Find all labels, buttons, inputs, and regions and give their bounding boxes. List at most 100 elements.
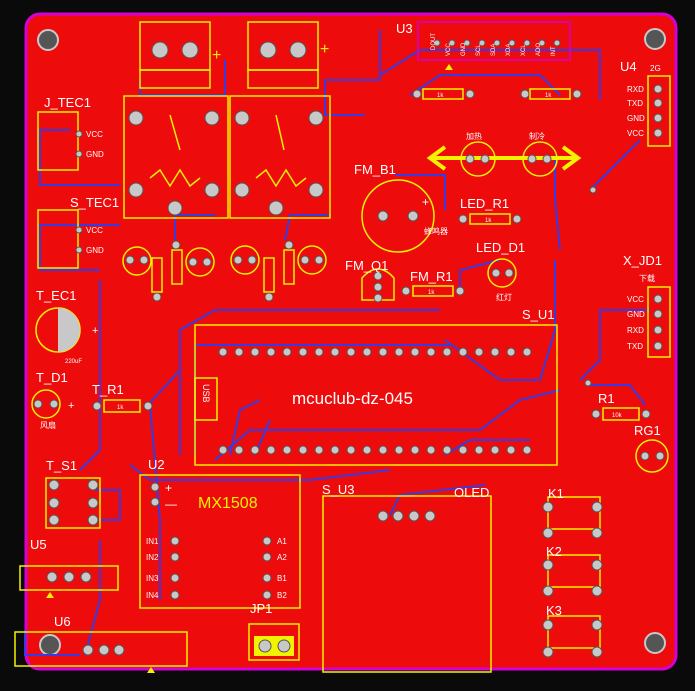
label-fm-r1: FM_R1	[410, 269, 453, 284]
header-pin	[490, 347, 500, 357]
header-pin	[314, 347, 324, 357]
label-oled: OLED	[454, 485, 489, 500]
label-red-light: 红灯	[496, 292, 512, 302]
traces	[24, 30, 650, 656]
label-u3: U3	[396, 21, 413, 36]
label-t-r1: T_R1	[92, 382, 124, 397]
header-pin	[362, 347, 372, 357]
header-pin	[234, 347, 244, 357]
label-s-u1: S_U1	[522, 307, 555, 322]
label-led-r1: LED_R1	[460, 196, 509, 211]
j-tec1-pin-1: GND	[86, 150, 104, 159]
label-buzzer: 蜂鸣器	[424, 226, 448, 236]
board-title: mcuclub-dz-045	[292, 389, 413, 408]
label-t-s1: T_S1	[46, 458, 77, 473]
u2-left-pin-0: IN1	[146, 537, 159, 546]
designators: U3 U4 2G J_TEC1 S_TEC1 T_EC1 T_D1 T_R1 T…	[30, 21, 662, 629]
header-pin	[266, 445, 276, 455]
label-fm-b1: FM_B1	[354, 162, 396, 177]
label-r-1k-b: 1k	[545, 93, 552, 99]
label-jp1: JP1	[250, 601, 272, 616]
label-r-1k-e: 1k	[117, 405, 124, 411]
header-pin	[298, 347, 308, 357]
u2-left-pin-3: IN4	[146, 591, 159, 600]
header-pin	[330, 347, 340, 357]
label-k1: K1	[548, 486, 564, 501]
capacitor-polarity-mark	[58, 308, 80, 352]
label-r1: R1	[598, 391, 615, 406]
label-r-10k: 10k	[612, 413, 623, 419]
x-jd1-pin-2: RXD	[627, 326, 644, 335]
header-pin	[266, 347, 276, 357]
u2-right-pin-1: A2	[277, 553, 287, 562]
label-x-jd1: X_JD1	[623, 253, 662, 268]
label-cool: 制冷	[529, 131, 545, 141]
header-pin	[410, 347, 420, 357]
header-pin	[442, 347, 452, 357]
u3-pin-6: XCL	[521, 44, 527, 56]
header-pin	[410, 445, 420, 455]
u3-pin-5: XDA	[506, 44, 512, 56]
u3-pin-0: DOUT	[431, 33, 437, 50]
u2-right-pin-0: A1	[277, 537, 287, 546]
u3-pin-labels: DOUT VCC GND SCL SDA XDA XCL ADO INT	[431, 33, 557, 56]
header-pin	[458, 347, 468, 357]
label-u5: U5	[30, 537, 47, 552]
u3-pin-3: SCL	[476, 44, 482, 56]
x-jd1-pin-3: TXD	[627, 342, 643, 351]
header-pin	[378, 445, 388, 455]
label-t-ec1: T_EC1	[36, 288, 76, 303]
label-u4-sub: 2G	[650, 64, 661, 73]
label-s-u3: S_U3	[322, 482, 355, 497]
x-jd1-pin-0: VCC	[627, 295, 644, 304]
label-usb: USB	[201, 384, 211, 403]
s-u1-pin-rows	[218, 347, 532, 455]
header-pin	[346, 347, 356, 357]
header-pin	[298, 445, 308, 455]
u4-pin-1: TXD	[627, 99, 643, 108]
led-arrows	[426, 145, 582, 171]
header-pin	[282, 347, 292, 357]
u4-pin-2: GND	[627, 114, 645, 123]
label-r-1k-a: 1k	[437, 93, 444, 99]
label-fan: 风扇	[40, 420, 56, 430]
label-rg1: RG1	[634, 423, 661, 438]
u2-pin-labels: IN1 IN2 IN3 IN4 A1 A2 B1 B2	[146, 537, 287, 600]
header-pin	[250, 347, 260, 357]
label-led-d1: LED_D1	[476, 240, 525, 255]
label-u6: U6	[54, 614, 71, 629]
plus-mark-cap: +	[92, 325, 98, 337]
header-pin	[218, 347, 228, 357]
u2-right-pin-3: B2	[277, 591, 287, 600]
header-pin	[426, 347, 436, 357]
header-pin	[426, 445, 436, 455]
label-mx1508: MX1508	[198, 495, 258, 512]
header-pin	[282, 445, 292, 455]
header-pin	[522, 445, 532, 455]
x-jd1-pin-labels: VCC GND RXD TXD	[627, 295, 645, 351]
u2-right-pin-2: B1	[277, 574, 287, 583]
u2-left-pin-1: IN2	[146, 553, 159, 562]
u3-pin-4: SDA	[491, 44, 497, 56]
u3-pin-2: GND	[461, 42, 467, 56]
s-tec1-pin-0: VCC	[86, 226, 103, 235]
label-s-tec1: S_TEC1	[70, 195, 119, 210]
header-pin	[442, 445, 452, 455]
plus-mark-2: +	[320, 41, 329, 58]
s-tec1-pin-1: GND	[86, 246, 104, 255]
u4-pin-labels: RXD TXD GND VCC	[627, 85, 645, 138]
header-pin	[250, 445, 260, 455]
label-cap-value: 220uF	[65, 359, 82, 365]
silkscreen	[14, 21, 671, 673]
u3-pin-1: VCC	[446, 43, 452, 56]
mounting-holes	[37, 28, 666, 656]
label-k3: K3	[546, 603, 562, 618]
header-pin	[474, 347, 484, 357]
label-k2: K2	[546, 544, 562, 559]
board-outline	[24, 12, 678, 671]
label-t-d1: T_D1	[36, 370, 68, 385]
plus-mark-buzzer: +	[422, 195, 429, 209]
header-pin	[314, 445, 324, 455]
header-pin	[490, 445, 500, 455]
plus-mark-diode: +	[68, 400, 74, 412]
